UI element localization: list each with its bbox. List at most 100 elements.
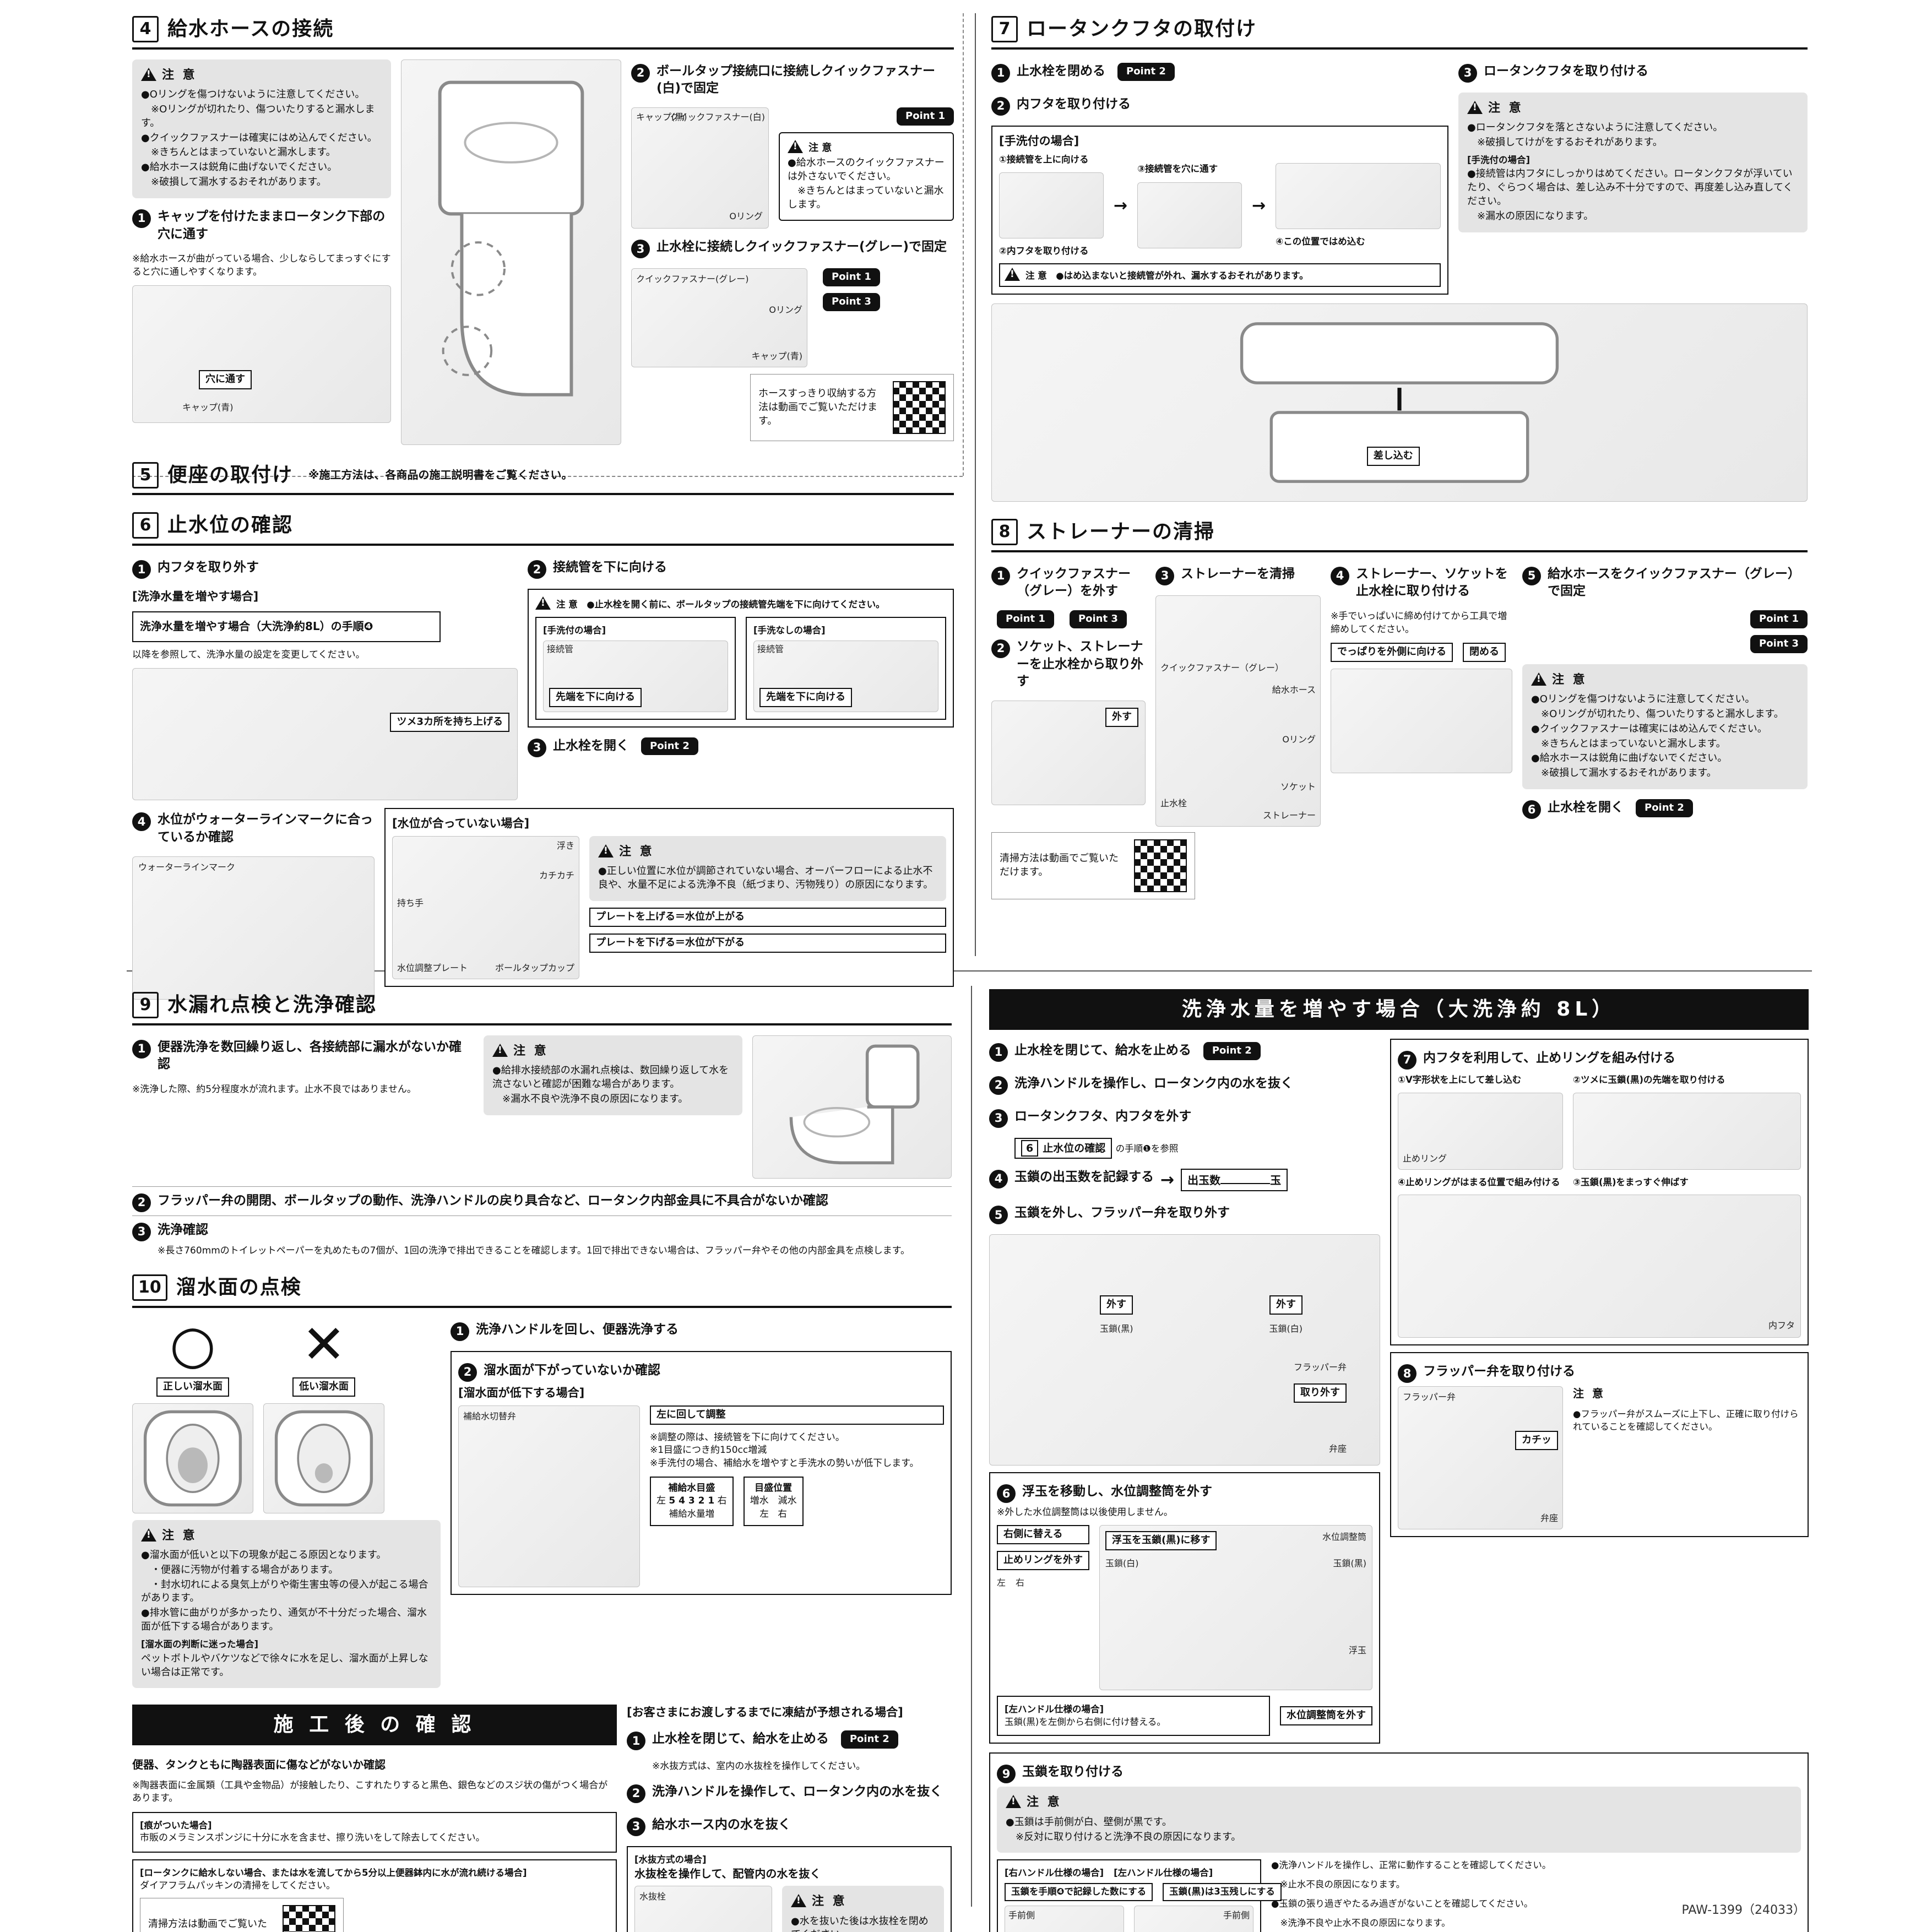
decrease-label: 減水	[778, 1495, 797, 1507]
scale-left: 左	[656, 1495, 666, 1507]
case-hand-wash: [手洗付の場合] 接続管 先端を下に向ける	[535, 616, 736, 720]
step-1: 1 便器洗浄を数回繰り返し、各接続部に漏水がないか確認	[132, 1039, 474, 1073]
sub-step: ③玉鎖(黒)をまっすぐ伸ばす	[1573, 1177, 1689, 1188]
case-note: ダイアフラムパッキンの清掃をしてください。	[140, 1880, 335, 1891]
step-number: 2	[631, 63, 650, 83]
illustration: 止めリング	[1398, 1093, 1563, 1170]
part-label: フラッパー弁	[1293, 1362, 1347, 1373]
step-number: 1	[991, 63, 1010, 83]
caution-item: ※反対に取り付けると洗浄不良の原因になります。	[1006, 1831, 1241, 1843]
step-number: 2	[627, 1784, 645, 1803]
caution-item: ペットボトルやバケツなどで徐々に水を足し、溜水面が上昇しない場合は正常です。	[141, 1652, 428, 1678]
step-title: ロータンクフタ、内フタを外す	[1014, 1109, 1192, 1124]
record-box: 出玉数玉	[1181, 1168, 1288, 1192]
callout-tag: 閉める	[1463, 642, 1506, 662]
check-note: ※陶器表面に金属類（工具や金物品）が接触したり、こすれたりすると黒色、銀色などの…	[132, 1779, 608, 1804]
case-label: [手洗なしの場合]	[753, 625, 826, 636]
caution-item: ●給水ホースは鋭角に曲げないでください。	[1531, 752, 1728, 764]
step-2: 2 溜水面が下がっていないか確認	[458, 1362, 944, 1382]
step-title: 止水栓を閉じて、給水を止める	[1014, 1043, 1191, 1057]
section-6: 6 止水位の確認 1 内フタを取り外す [洗浄水量を増やす場合] 洗浄水量を増や…	[132, 512, 954, 1000]
caution-item: ●水を抜いた後は水抜栓を閉めてください。	[791, 1915, 929, 1932]
part-label: ウォーターラインマーク	[138, 861, 236, 872]
step-3: 3 止水栓を開く Point 2	[528, 737, 954, 757]
caution-inline: 注 意 ●はめ込まないと接続管が外れ、漏水するおそれがあります。	[999, 263, 1441, 287]
caution-item: ※Oリングが切れたり、傷ついたりすると漏水します。	[141, 103, 375, 129]
callout-tag: 穴に通す	[199, 370, 252, 390]
top-left-column: 4 給水ホースの接続 注 意 ●Oリングを傷つけないように注意してください。 ※…	[132, 15, 954, 1016]
caution-box: 注 意 ●水を抜いた後は水抜栓を閉めてください。 ※漏水の原因となります。	[782, 1886, 944, 1932]
sub-step: ②内フタを取り付ける	[999, 246, 1089, 257]
reference-box: 洗浄水量を増やす場合（大洗浄約8L）の手順❹	[132, 611, 441, 642]
caution-item: ※きちんとはまっていないと漏水します。	[141, 146, 336, 159]
caution-item: ●Oリングを傷つけないように注意してください。	[141, 89, 365, 101]
illustration-flapper-install: フラッパー弁 カチッ 弁座	[1398, 1386, 1563, 1530]
caution-title: 注 意	[791, 1893, 935, 1910]
step-title: ボールタップ接続口に接続しクイックファスナー(白)で固定	[656, 63, 935, 96]
step-number: 1	[132, 560, 151, 579]
caution-box: 注 意 ●Oリングを傷つけないように注意してください。 ※Oリングが切れたり、傷…	[1522, 664, 1808, 790]
caution-item: ●玉鎖は手前側が白、壁側が黒です。	[1006, 1816, 1172, 1828]
bottom-right-column: 洗浄水量を増やす場合（大洗浄約 8L） 1 止水栓を閉じて、給水を止める Poi…	[989, 989, 1809, 1932]
caution-item: ●給排水接続部の水漏れ点検は、数回繰り返して水を流さないと確認が困難な場合があり…	[492, 1065, 729, 1090]
step-title: 洗浄ハンドルを操作して、ロータンク内の水を抜く	[652, 1784, 943, 1799]
step-note: ※給水ホースが曲がっている場合、少しならしてまっすぐにすると穴に通しやすくなりま…	[132, 253, 391, 278]
step-number: 2	[528, 560, 546, 579]
caution-box: 注 意 ●正しい位置に水位が調節されていない場合、オーバーフローによる止水不良や…	[589, 836, 946, 902]
caution-item: ●排水管に曲がりが多かったり、通気が不十分だった場合、溜水面が低下する場合があり…	[141, 1607, 427, 1633]
illustration-ball-tap: 浮き カチカチ 持ち手 水位調整プレート ボールタップカップ	[392, 836, 579, 979]
step-2: 2 ソケット、ストレーナーを止水栓から取り外す	[991, 638, 1146, 691]
point-badge: Point 2	[840, 1730, 898, 1749]
section-7-header: 7 ロータンクフタの取付け	[991, 15, 1808, 50]
caution-item: ●溜水面が低いと以下の現象が起こる原因となります。	[141, 1549, 387, 1561]
step-1: 1 洗浄ハンドルを回し、便器洗浄する	[451, 1321, 952, 1341]
section-10: 10 溜水面の点検 正しい溜水面	[132, 1274, 952, 1689]
step-title: ソケット、ストレーナーを止水栓から取り外す	[1017, 639, 1143, 689]
caution-item: ※きちんとはまっていないと漏水します。	[788, 185, 944, 211]
part-label: Oリング	[729, 211, 763, 222]
illustration-inner-lid: ツメ3カ所を持ち上げる	[132, 668, 518, 801]
sub-step: ④止めリングがはまる位置で組み付ける	[1398, 1177, 1560, 1188]
step-title: 洗浄ハンドルを回し、便器洗浄する	[476, 1322, 679, 1337]
case-label: [溜水面が低下する場合]	[458, 1386, 585, 1399]
part-label: 玉鎖(黒)	[1100, 1323, 1133, 1334]
caution-inline: 注 意 ●止水栓を開く前に、ボールタップの接続管先端を下に向けてください。	[535, 596, 946, 611]
inc-step-8: 8 フラッパー弁を取り付ける	[1398, 1363, 1801, 1383]
part-label: ボールタップカップ	[495, 962, 574, 973]
case-label: [ロータンクに給水しない場合、または水を流してから5分以上便器鉢内に水が流れ続け…	[140, 1867, 527, 1878]
part-label: キャップ(黒)	[636, 112, 687, 123]
adjust-tag: 左に回して調整	[650, 1405, 944, 1425]
point-badge: Point 1	[1750, 610, 1808, 628]
caution-title: 注 意	[141, 1528, 432, 1544]
part-label: 止めリング	[1403, 1153, 1447, 1164]
caution-title: 注 意	[1573, 1387, 1605, 1401]
caution-item: ・便器に汚物が付着する場合があります。	[141, 1564, 339, 1576]
step-3: 3 洗浄確認	[132, 1215, 952, 1241]
step-number: 3	[627, 1817, 645, 1836]
inc-step-9-box: 9 玉鎖を取り付ける 注 意 ●玉鎖は手前側が白、壁側が黒です。 ※反対に取り付…	[989, 1752, 1809, 1932]
section-number: 10	[132, 1274, 167, 1301]
illustration-chain-left: 手前側 壁側 玉鎖(白) 玉鎖(黒)	[1134, 1906, 1253, 1932]
part-label: 玉鎖(黒)	[1333, 1557, 1367, 1569]
warning-icon	[1531, 672, 1546, 686]
step-3: 3 止水栓に接続しクイックファスナー(グレー)で固定	[631, 238, 954, 259]
after-check-title: 施 工 後 の 確 認	[132, 1705, 617, 1746]
step-number: 3	[528, 738, 546, 757]
callout-tag: でっぱりを外側に向ける	[1331, 642, 1453, 662]
qr-caption: 清掃方法は動画でご覧いただけます。	[148, 1918, 267, 1932]
caution-item: ●フラッパー弁がスムーズに上下し、正確に取り付けられていることを確認してください…	[1573, 1408, 1799, 1432]
freeze-step-1: 1 止水栓を閉じて、給水を止める Point 2	[627, 1730, 952, 1751]
top-right-column: 7 ロータンクフタの取付け 1 止水栓を閉める Point 2 2 内フタを取り…	[991, 15, 1808, 916]
ref-suffix: の手順❶を参照	[1115, 1143, 1179, 1154]
callout-tag: 玉鎖(黒)は3玉残しにする	[1163, 1883, 1282, 1902]
step-title: 浮玉を移動し、水位調整筒を外す	[1022, 1484, 1212, 1499]
case-label: [左ハンドル仕様の場合]	[1005, 1703, 1104, 1714]
callout-tag: カチッ	[1515, 1431, 1558, 1451]
step-number: 6	[997, 1484, 1016, 1504]
qr-caption: 清掃方法は動画でご覧いただけます。	[1000, 852, 1119, 878]
section-title: 給水ホースの接続	[167, 18, 334, 40]
scar-box: [痕がついた場合] 市販のメラミンスポンジに十分に水を含ませ、擦り洗いをして除去…	[132, 1811, 617, 1853]
illustration-ball-tap-connection: キャップ(黒) クイックファスナー(白) Oリング	[631, 107, 769, 229]
